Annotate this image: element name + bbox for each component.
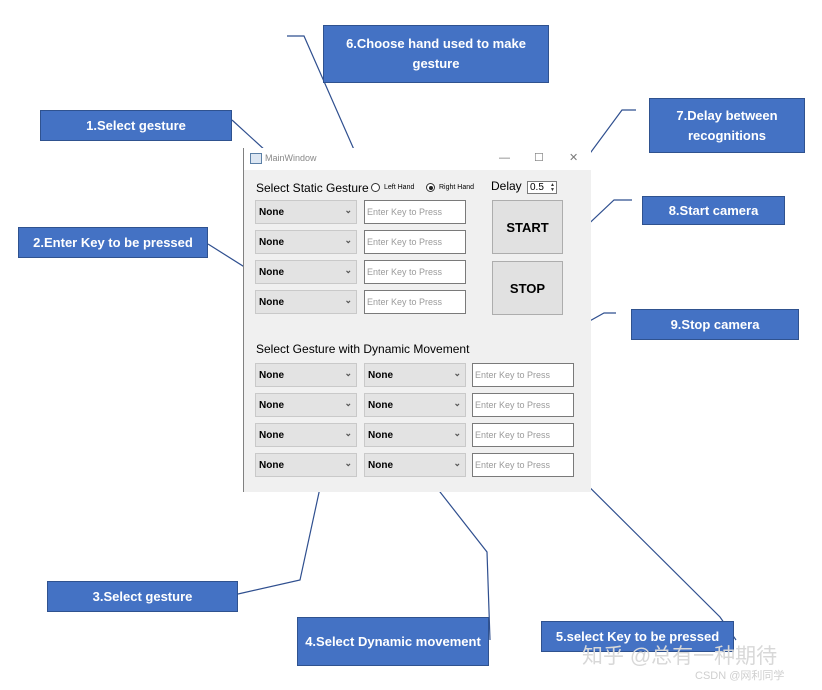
dynamic-gesture-select-4[interactable]: None ⌄: [255, 453, 357, 477]
dynamic-gesture-value: None: [259, 430, 284, 441]
callout-select-gesture: 1.Select gesture: [40, 110, 232, 141]
left-hand-radio[interactable]: [371, 183, 380, 192]
static-key-input-3[interactable]: Enter Key to Press: [364, 260, 466, 284]
static-gesture-select-3[interactable]: None ⌄: [255, 260, 357, 284]
static-key-input-1[interactable]: Enter Key to Press: [364, 200, 466, 224]
movement-value: None: [368, 370, 393, 381]
title-bar: MainWindow — ☐ ✕: [243, 148, 591, 170]
static-gesture-select-4[interactable]: None ⌄: [255, 290, 357, 314]
chevron-down-icon: ⌄: [344, 235, 352, 245]
static-gesture-select-1[interactable]: None ⌄: [255, 200, 357, 224]
movement-select-4[interactable]: None ⌄: [364, 453, 466, 477]
callout-select-movement: 4.Select Dynamic movement: [297, 617, 489, 666]
movement-value: None: [368, 400, 393, 411]
chevron-down-icon: ⌄: [344, 428, 352, 438]
callout-select-key: 5.select Key to be pressed: [541, 621, 734, 652]
dynamic-gesture-select-1[interactable]: None ⌄: [255, 363, 357, 387]
chevron-down-icon: ⌄: [344, 205, 352, 215]
static-key-input-4[interactable]: Enter Key to Press: [364, 290, 466, 314]
dynamic-key-input-2[interactable]: Enter Key to Press: [472, 393, 574, 417]
window-title: MainWindow: [265, 153, 317, 163]
movement-value: None: [368, 460, 393, 471]
static-key-input-2[interactable]: Enter Key to Press: [364, 230, 466, 254]
delay-spinbox[interactable]: 0.5 ▲▼: [527, 181, 557, 194]
spin-arrows-icon[interactable]: ▲▼: [550, 182, 555, 193]
chevron-down-icon: ⌄: [453, 398, 461, 408]
csdn-watermark: CSDN @网利同学: [695, 670, 785, 682]
dynamic-key-input-3[interactable]: Enter Key to Press: [472, 423, 574, 447]
callout-choose-hand: 6.Choose hand used to make gesture: [323, 25, 549, 83]
callout-delay: 7.Delay between recognitions: [649, 98, 805, 153]
maximize-icon[interactable]: ☐: [534, 152, 544, 164]
chevron-down-icon: ⌄: [344, 295, 352, 305]
main-window: MainWindow — ☐ ✕ Select Static Gesture L…: [243, 148, 591, 492]
minimize-icon[interactable]: —: [499, 152, 510, 164]
close-icon[interactable]: ✕: [569, 152, 579, 164]
movement-value: None: [368, 430, 393, 441]
dynamic-gesture-label: Select Gesture with Dynamic Movement: [256, 342, 470, 356]
dynamic-gesture-select-3[interactable]: None ⌄: [255, 423, 357, 447]
callout-stop-camera: 9.Stop camera: [631, 309, 799, 340]
dynamic-gesture-value: None: [259, 460, 284, 471]
dynamic-gesture-select-2[interactable]: None ⌄: [255, 393, 357, 417]
chevron-down-icon: ⌄: [453, 368, 461, 378]
chevron-down-icon: ⌄: [453, 428, 461, 438]
start-button[interactable]: START: [492, 200, 563, 254]
chevron-down-icon: ⌄: [344, 398, 352, 408]
static-gesture-value: None: [259, 297, 284, 308]
delay-label: Delay: [491, 179, 522, 193]
left-hand-label: Left Hand: [384, 184, 415, 191]
callout-enter-key: 2.Enter Key to be pressed: [18, 227, 208, 258]
movement-select-2[interactable]: None ⌄: [364, 393, 466, 417]
chevron-down-icon: ⌄: [344, 368, 352, 378]
movement-select-1[interactable]: None ⌄: [364, 363, 466, 387]
chevron-down-icon: ⌄: [344, 265, 352, 275]
static-gesture-value: None: [259, 267, 284, 278]
static-gesture-value: None: [259, 207, 284, 218]
right-hand-radio[interactable]: [426, 183, 435, 192]
dynamic-key-input-4[interactable]: Enter Key to Press: [472, 453, 574, 477]
static-gesture-value: None: [259, 237, 284, 248]
dynamic-gesture-value: None: [259, 400, 284, 411]
right-hand-label: Right Hand: [439, 184, 475, 191]
static-gesture-select-2[interactable]: None ⌄: [255, 230, 357, 254]
callout-start-camera: 8.Start camera: [642, 196, 785, 225]
delay-value: 0.5: [530, 182, 544, 193]
zhihu-watermark: 知乎 @总有一种期待: [582, 645, 778, 668]
chevron-down-icon: ⌄: [344, 458, 352, 468]
callout-select-gesture-dynamic: 3.Select gesture: [47, 581, 238, 612]
movement-select-3[interactable]: None ⌄: [364, 423, 466, 447]
dynamic-gesture-value: None: [259, 370, 284, 381]
dynamic-key-input-1[interactable]: Enter Key to Press: [472, 363, 574, 387]
window-left-border: [243, 148, 244, 492]
static-gesture-label: Select Static Gesture: [256, 181, 369, 195]
stop-button[interactable]: STOP: [492, 261, 563, 315]
chevron-down-icon: ⌄: [453, 458, 461, 468]
app-icon: [250, 153, 262, 164]
